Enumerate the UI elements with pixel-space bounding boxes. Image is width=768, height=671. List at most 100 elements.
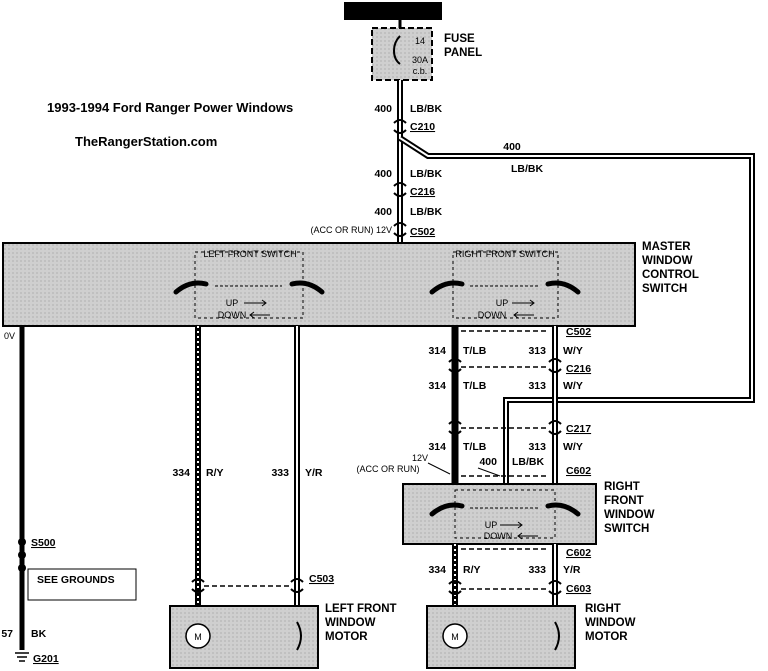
right-motor-wires: C602 334 R/Y 333 Y/R C603: [428, 544, 591, 606]
arrow-left-icon: [517, 532, 538, 540]
switch-contact-icon: [429, 502, 465, 517]
hot-label: HOT IN ACC OR RUN: [344, 2, 442, 20]
left-motor-label-3: MOTOR: [325, 631, 368, 643]
see-grounds-text: SEE GROUNDS: [37, 574, 115, 586]
wire-color: Y/R: [305, 467, 323, 479]
wire-color: W/Y: [563, 441, 583, 453]
branch-wire: 400 LB/BK: [398, 135, 755, 484]
wire-color: R/Y: [206, 467, 224, 479]
motor-icon: [442, 623, 468, 649]
arrow-left-icon: [513, 311, 534, 319]
wire-number: 314: [428, 441, 446, 453]
right-down-label: DOWN: [478, 310, 507, 320]
switch-contact-icon: [429, 280, 465, 295]
switch-contact-icon: [545, 502, 581, 517]
connector-icon: [191, 578, 205, 593]
right-up-label: UP: [496, 298, 509, 308]
wire-number: 57: [1, 628, 13, 640]
wire-number: 333: [528, 564, 546, 576]
fuse-icon: [393, 35, 401, 65]
master-switch-label-4: SWITCH: [642, 283, 687, 295]
left-up-label: UP: [226, 298, 239, 308]
connector-label: C503: [309, 573, 334, 585]
wire-number: 334: [428, 564, 446, 576]
connector-icon: [290, 578, 304, 593]
wire-number: 313: [528, 380, 546, 392]
arrow-right-icon: [500, 521, 523, 529]
connector-label: C602: [566, 465, 591, 477]
connector-icon: [548, 358, 562, 373]
main-feed: 400 LB/BK C210 400 LB/BK C216 400 LB/BK …: [310, 80, 442, 243]
power-label: (ACC OR RUN) 12V: [310, 225, 392, 235]
right-motor-label: RIGHT: [585, 603, 621, 615]
fuse-rating: 30A: [412, 55, 428, 65]
switch-contact-icon: [289, 280, 325, 295]
right-switch-label-2: FRONT: [604, 495, 644, 507]
master-switch-label: MASTER: [642, 241, 691, 253]
arrow-right-icon: [512, 299, 535, 307]
right-switch-up-label: UP: [485, 520, 498, 530]
wire-number: 314: [428, 380, 446, 392]
connector-label: C210: [410, 121, 435, 133]
wire-color: W/Y: [563, 345, 583, 357]
power-label: 12V: [412, 453, 428, 463]
right-switch-down-label: DOWN: [484, 531, 513, 541]
connector-label: C602: [566, 547, 591, 559]
wire-number: 400: [503, 141, 521, 153]
wire-color: T/LB: [463, 380, 487, 392]
site-name: TheRangerStation.com: [75, 134, 217, 149]
right-switch-label-4: SWITCH: [604, 523, 649, 535]
wire-number: 334: [172, 467, 190, 479]
wire-number: 400: [374, 103, 392, 115]
connector-icon: [548, 420, 562, 435]
motor-symbol: M: [194, 632, 202, 642]
pointer-arrow-icon: [477, 467, 501, 477]
wire-color: BK: [31, 628, 47, 640]
ground-wire: S500 SEE GROUNDS 57 BK G201: [1, 326, 137, 665]
right-window-motor: M RIGHT WINDOW MOTOR: [426, 603, 636, 669]
right-front-switch-label: RIGHT FRONT SWITCH: [455, 249, 554, 259]
right-motor-label-2: WINDOW: [585, 617, 636, 629]
wire-color: Y/R: [563, 564, 581, 576]
ground-label: G201: [33, 653, 59, 665]
switch-contact-icon: [545, 280, 581, 295]
wire-number: 400: [479, 456, 497, 468]
fuse-panel: 14 30A c.b. FUSE PANEL: [371, 20, 482, 81]
connector-label: C502: [410, 226, 435, 238]
wire-color: T/LB: [463, 441, 487, 453]
wire-number: 400: [374, 206, 392, 218]
connector-icon: [448, 580, 462, 595]
fuse-number: 14: [415, 36, 425, 46]
arrow-left-icon: [249, 311, 270, 319]
master-switch-label-3: CONTROL: [642, 269, 699, 281]
right-switch-label: RIGHT: [604, 481, 640, 493]
right-switch-label-3: WINDOW: [604, 509, 655, 521]
wire-number: 400: [374, 168, 392, 180]
left-front-switch-label: LEFT FRONT SWITCH: [203, 249, 296, 259]
wire-number: 333: [271, 467, 289, 479]
hot-label-text: HOT IN ACC OR RUN: [348, 7, 438, 17]
right-motor-label-3: MOTOR: [585, 631, 628, 643]
connector-label: C217: [566, 423, 591, 435]
pointer-arrow-icon: [427, 462, 451, 475]
master-switch: LEFT FRONT SWITCH UP DOWN RIGHT FRONT SW…: [2, 241, 699, 327]
ground-symbol-icon: [15, 652, 29, 662]
power-label-2: (ACC OR RUN): [357, 464, 420, 474]
winding-icon: [554, 621, 560, 651]
wire-color: R/Y: [463, 564, 481, 576]
ground-voltage-label: 0V: [4, 331, 15, 341]
master-switch-label-2: WINDOW: [642, 255, 693, 267]
connector-label: C216: [410, 186, 435, 198]
motor-icon: [185, 623, 211, 649]
left-motor-label-2: WINDOW: [325, 617, 376, 629]
wire-color: LB/BK: [410, 168, 442, 180]
connector-icon: [448, 420, 462, 435]
connector-label: C216: [566, 363, 591, 375]
right-wires: C502 314 T/LB 313 W/Y C216 314 T/LB 313 …: [357, 326, 591, 484]
diagram-title: 1993-1994 Ford Ranger Power Windows: [47, 100, 293, 115]
see-grounds-box: [27, 568, 137, 601]
fuse-type: c.b.: [413, 66, 428, 76]
connector-icon: [548, 580, 562, 595]
left-motor-wires: 334 R/Y 333 Y/R C503: [172, 326, 334, 606]
